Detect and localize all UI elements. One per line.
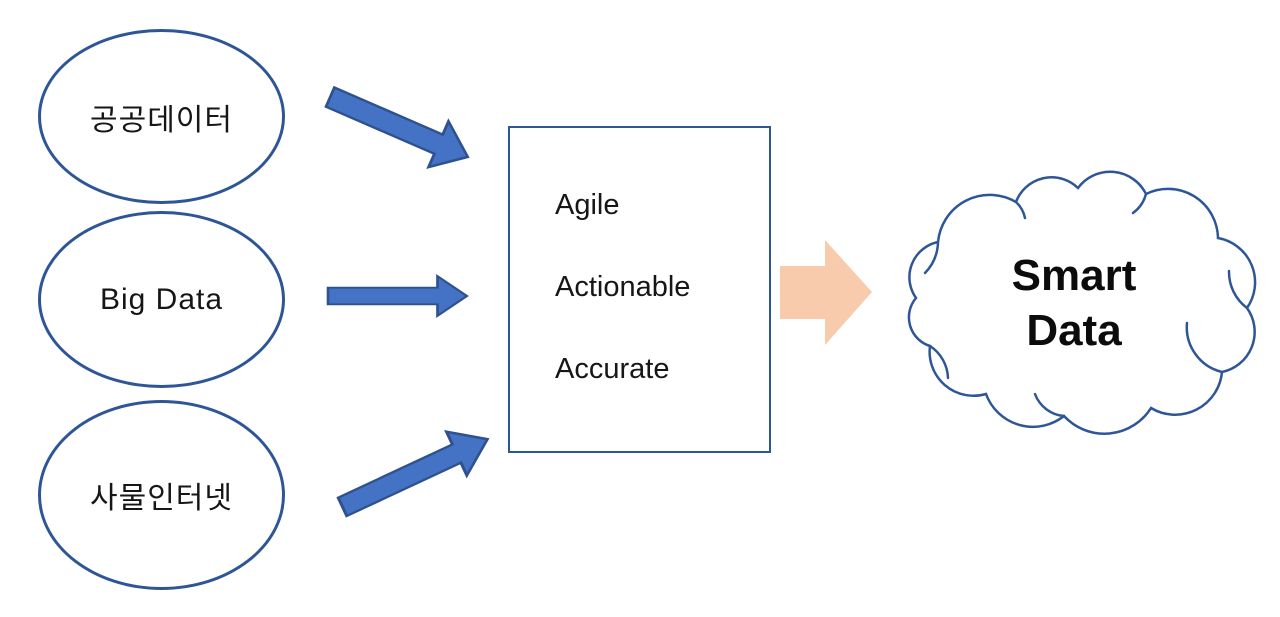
source-ellipse-big-data: Big Data xyxy=(38,211,285,388)
cloud-title: Smart Data xyxy=(896,248,1252,358)
flow-arrow-middle-icon xyxy=(326,273,469,319)
source-label: Big Data xyxy=(99,282,224,316)
flow-arrow-bottom-icon xyxy=(331,414,500,532)
cloud-title-line1: Smart xyxy=(1011,251,1137,300)
source-ellipse-iot: 사물인터넷 xyxy=(38,400,285,590)
cloud-shape-icon xyxy=(896,170,1257,448)
flow-arrow-top-icon xyxy=(319,70,480,183)
result-arrow-icon xyxy=(780,240,872,350)
criteria-item: Actionable xyxy=(555,271,691,303)
criteria-box: Agile Actionable Accurate xyxy=(508,126,771,453)
source-label: 사물인터넷 xyxy=(90,482,233,515)
cloud-title-line2: Data xyxy=(1026,306,1122,355)
criteria-item: Accurate xyxy=(555,353,670,385)
criteria-item: Agile xyxy=(555,189,620,221)
source-ellipse-public-data: 공공데이터 xyxy=(38,29,285,204)
source-label: 공공데이터 xyxy=(90,103,233,137)
